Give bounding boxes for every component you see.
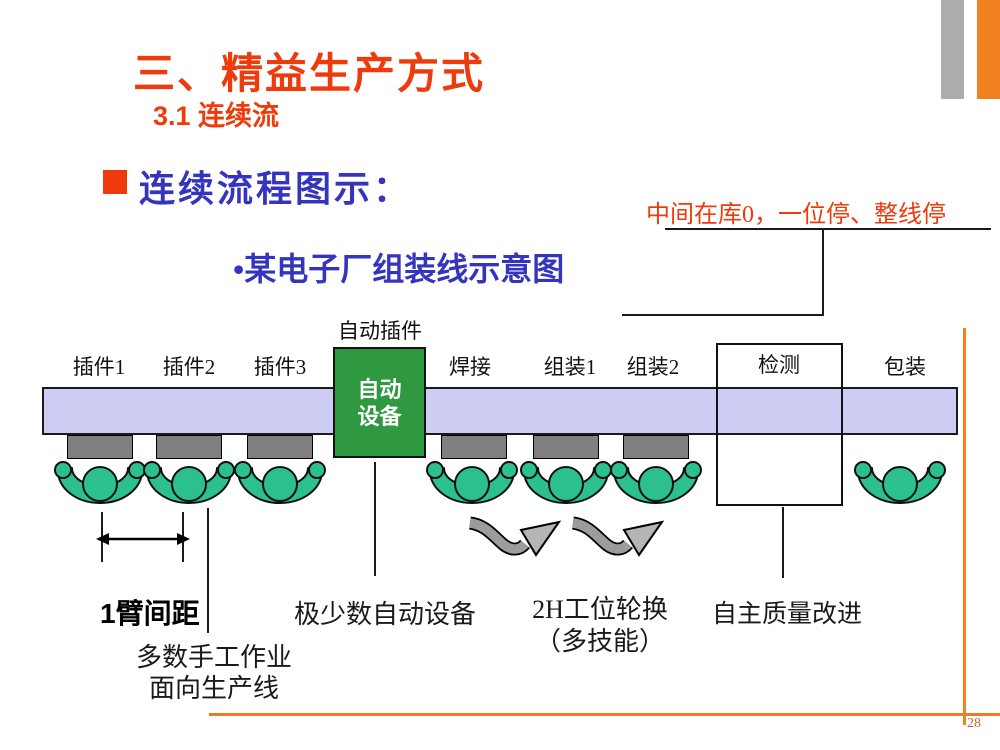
inspection-leader-line [782,507,784,578]
corner-bar-orange [977,0,1000,99]
station-label-inspection: 检测 [758,353,800,377]
note-leader-vertical [822,228,824,316]
section-header: 连续流程图示： [139,169,413,209]
bottom-frame-line [209,713,1000,716]
square-bullet-icon [103,170,127,194]
note-leader-horizontal [622,314,824,316]
arm-distance-label: 1臂间距 [100,598,200,629]
manual-work-line2: 面向生产线 [148,674,279,703]
workstation-desk [247,435,313,459]
rotation-label: 2H工位轮换 （多技能） [510,594,690,658]
workstation-desk [67,435,133,459]
workstation-desk [533,435,599,459]
rotation-label-line2: （多技能） [534,627,665,656]
corner-bar-gray [941,0,964,99]
rotation-arrow-icon [571,516,665,557]
station-label-welding: 焊接 [449,355,491,379]
diagram-caption: •某电子厂组装线示意图 [233,251,565,287]
station-label-insert-3: 插件3 [253,355,307,379]
worker-icon [234,461,326,504]
manual-work-label: 多数手工作业 面向生产线 [124,642,304,704]
auto-equipment-label-line1: 自动 [357,376,402,402]
worker-icon [520,461,612,504]
station-label-insert-1: 插件1 [72,355,126,379]
auto-equipment-label-line2: 设备 [357,403,402,429]
workstation-desk [441,435,507,459]
machine-leader-line [374,462,376,576]
page-subtitle: 3.1 连续流 [153,101,280,131]
manual-work-line1: 多数手工作业 [135,643,292,672]
auto-equipment-box: 自动 设备 [333,347,426,458]
inspection-box [716,343,843,506]
page-number: 28 [967,716,981,731]
note-zero-inventory: 中间在库0，一位停、整线停 [646,202,946,228]
worker-icon [54,461,146,504]
manual-leader-line [207,508,209,633]
station-label-insert-2: 插件2 [162,355,216,379]
conveyor-belt [42,387,958,435]
workstation-desk [623,435,689,459]
station-label-auto-insert: 自动插件 [338,319,422,343]
station-label-assembly-2: 组装2 [626,355,680,379]
station-label-packing: 包装 [884,355,926,379]
rotation-label-line1: 2H工位轮换 [532,595,668,624]
right-frame-line [963,328,966,725]
worker-icon [610,461,702,504]
rotation-arrow-icon [468,516,562,557]
worker-icon [426,461,518,504]
note-underline [665,228,991,230]
station-label-assembly-1: 组装1 [543,355,597,379]
page-title: 三、精益生产方式 [133,50,486,97]
self-quality-label: 自主质量改进 [712,601,863,628]
double-arrow-icon [96,533,190,545]
worker-icon [143,461,235,504]
few-automation-label: 极少数自动设备 [294,600,477,629]
workstation-desk [156,435,222,459]
worker-icon [854,461,946,504]
